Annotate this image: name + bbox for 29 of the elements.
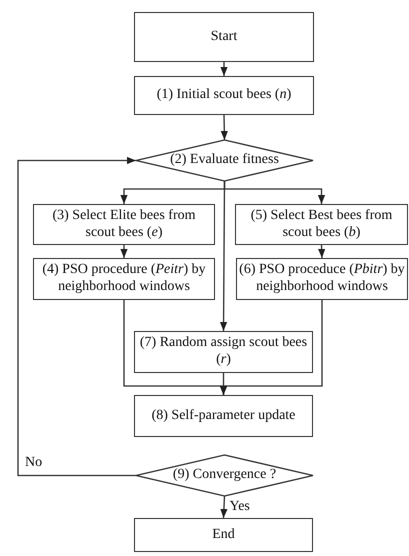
decision-diamond	[136, 140, 313, 181]
process-box	[134, 12, 314, 62]
process-box	[134, 518, 313, 552]
process-box	[33, 204, 215, 245]
step-text: (9) Convergence ?	[172, 467, 278, 484]
process-box	[134, 76, 314, 115]
process-box	[235, 204, 408, 245]
step-text: (3) Select Elite bees from scout bees (e)	[51, 208, 197, 242]
arrow	[17, 156, 136, 476]
step-text: (1) Initial scout bees (n)	[156, 87, 292, 104]
arrow	[220, 496, 228, 518]
arrow	[318, 244, 326, 258]
process-box	[33, 258, 215, 300]
arrow	[220, 62, 228, 76]
step-text: End	[211, 526, 236, 544]
step-text: Start	[210, 28, 238, 46]
edge-label: No	[24, 456, 44, 470]
step-text: (5) Select Best bees from scout bees (b)	[250, 208, 394, 242]
arrow	[220, 114, 228, 140]
arrow	[120, 245, 128, 258]
step-text: (6) PSO proceduce (Pbitr) by neighborhood windows	[238, 262, 406, 296]
arrow	[220, 300, 323, 395]
decision-diamond	[136, 455, 313, 496]
step-text: (8) Self-parameter update	[150, 408, 296, 424]
step-text: (4) PSO procedure (Peitr) by neighborhood windows	[41, 262, 207, 296]
arrow	[220, 181, 228, 331]
process-box	[134, 395, 313, 437]
step-text: (2) Evaluate fitness	[169, 152, 280, 169]
step-text: (7) Random assign scout bees (r)	[138, 335, 308, 369]
